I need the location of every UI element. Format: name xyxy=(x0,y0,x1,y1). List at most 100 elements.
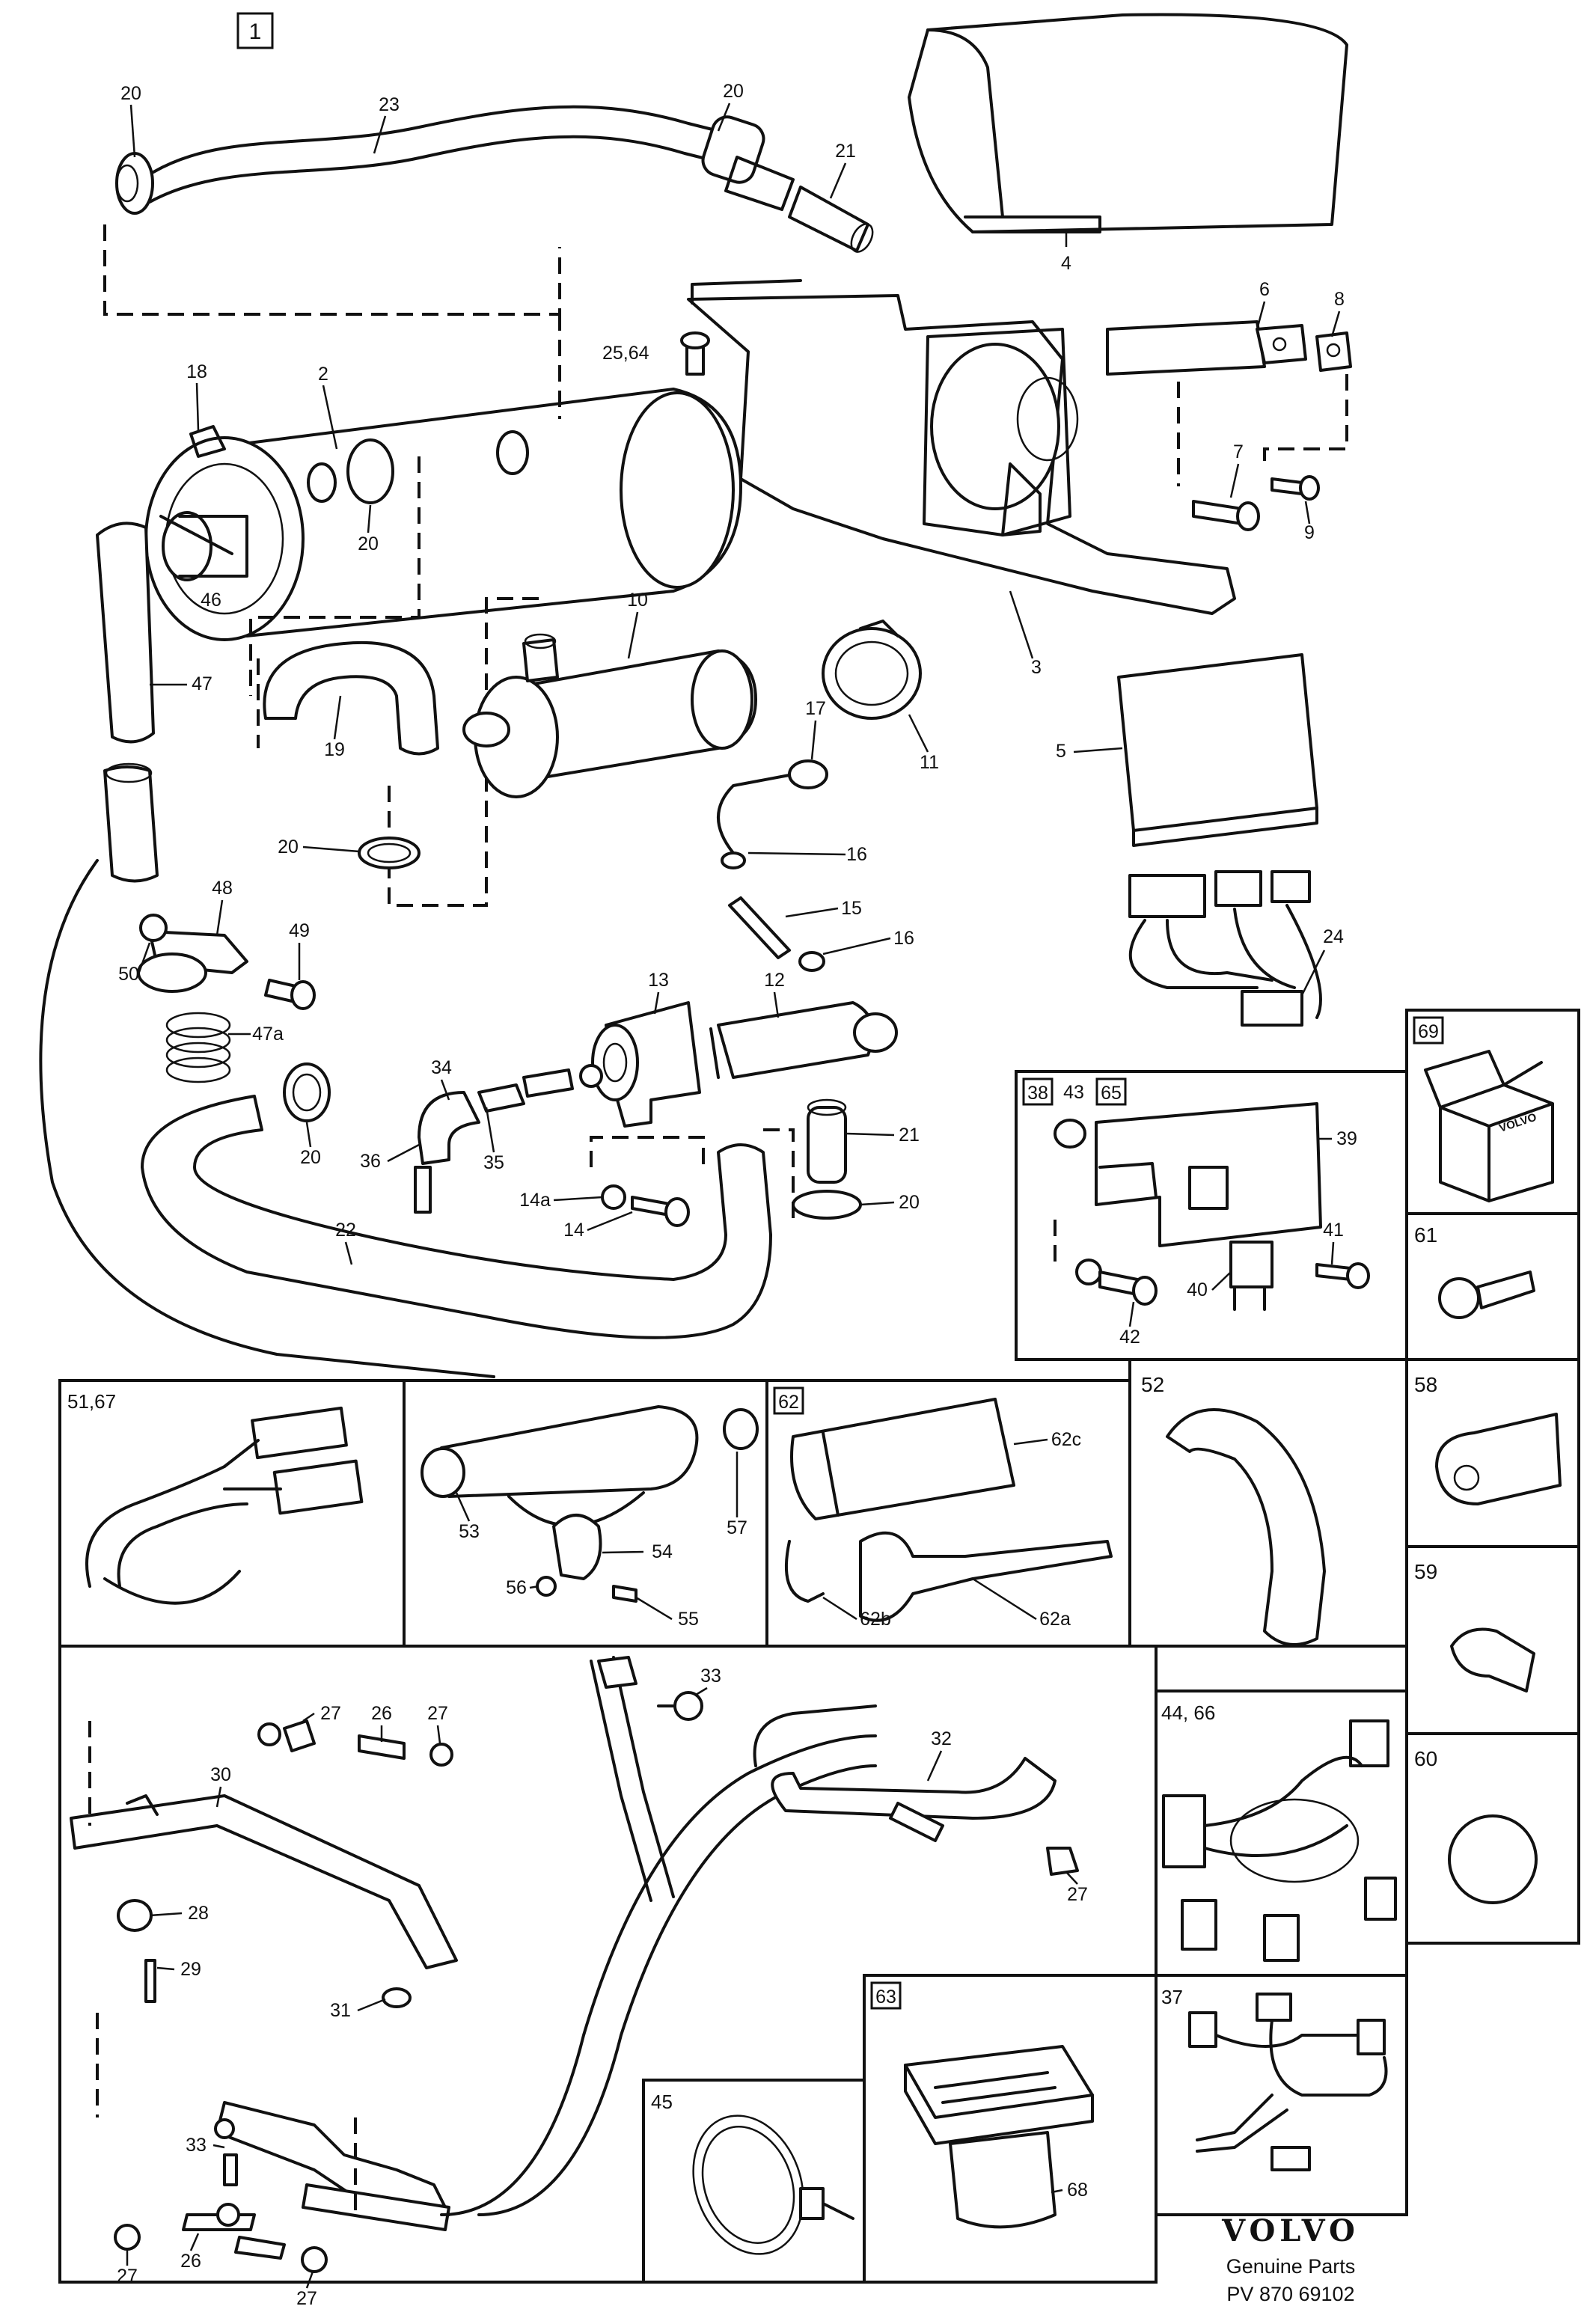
panel-60: 60 xyxy=(1405,1732,1580,1945)
panel-label-62: 62 xyxy=(778,1392,799,1413)
callout: 27 xyxy=(117,2266,138,2287)
callout: 14a xyxy=(519,1190,551,1211)
callout: 36 xyxy=(360,1151,381,1172)
callout: 30 xyxy=(210,1764,231,1785)
sheet-number-box: 1 xyxy=(236,12,274,49)
panel-label-44-66: 44, 66 xyxy=(1161,1701,1215,1724)
callout: 17 xyxy=(805,698,826,719)
callout: 34 xyxy=(431,1057,452,1078)
panel-label-69: 69 xyxy=(1418,1021,1439,1042)
panel-label-59: 59 xyxy=(1414,1560,1437,1583)
callout: 55 xyxy=(678,1609,699,1630)
sheet-number: 1 xyxy=(249,19,262,44)
pump-10 xyxy=(462,633,757,798)
callout: 20 xyxy=(300,1147,321,1168)
callout: 62b xyxy=(860,1609,891,1630)
callout: 20 xyxy=(278,837,299,857)
panel-61: 61 xyxy=(1405,1212,1580,1361)
control-unit-5 xyxy=(1117,653,1318,847)
callout: 29 xyxy=(180,1959,201,1980)
callout: 20 xyxy=(120,83,141,104)
callout: 12 xyxy=(764,970,785,991)
callout: 15 xyxy=(841,898,862,919)
callout: 22 xyxy=(335,1220,356,1241)
panel-38-65: 38 65 xyxy=(1015,1070,1408,1361)
callout: 33 xyxy=(186,2135,207,2156)
hose-23-assembly xyxy=(103,105,874,316)
clamp-20-a xyxy=(358,837,421,869)
callout: 20 xyxy=(358,533,379,554)
spring-47a xyxy=(165,1012,231,1083)
callout: 20 xyxy=(723,81,744,102)
holder-13 xyxy=(591,1001,701,1128)
callout: 57 xyxy=(727,1517,747,1538)
callout: 10 xyxy=(627,590,648,611)
hose-47 xyxy=(96,522,159,883)
panel-label-37: 37 xyxy=(1161,1986,1183,2008)
callout: 49 xyxy=(289,920,310,941)
panel-label-52: 52 xyxy=(1141,1373,1164,1396)
panel-pipes xyxy=(58,1645,1158,2284)
bolt-7 xyxy=(1192,500,1260,531)
hose-19 xyxy=(263,640,439,756)
callout: 27 xyxy=(1067,1884,1088,1905)
panel-label-45: 45 xyxy=(651,2091,673,2113)
callout: 48 xyxy=(212,878,233,899)
callout: 31 xyxy=(330,2000,351,2021)
panel-label-65: 65 xyxy=(1101,1083,1122,1104)
callout: 27 xyxy=(427,1703,448,1724)
panel-label-38: 38 xyxy=(1027,1083,1048,1104)
callout: 21 xyxy=(899,1125,920,1146)
callout: 16 xyxy=(846,844,867,865)
callout: 9 xyxy=(1304,522,1315,543)
nipple-21 xyxy=(792,1098,862,1220)
panel-63: 63 xyxy=(863,1974,1158,2284)
panel-label-51-67: 51,67 xyxy=(67,1390,116,1413)
panel-59: 59 xyxy=(1405,1545,1580,1735)
panel-62: 62 xyxy=(765,1379,1131,1648)
callout: 19 xyxy=(324,739,345,760)
callout: 35 xyxy=(483,1152,504,1173)
callout: 68 xyxy=(1067,2180,1088,2201)
clamp-20-b xyxy=(283,1062,331,1122)
hose-22 xyxy=(141,1095,772,1339)
callout-labels: 20 23 20 21 4 25,64 6 8 7 9 18 2 20 46 4… xyxy=(117,81,1357,2309)
footer-brand: VOLVO xyxy=(1221,2213,1360,2248)
callout: 13 xyxy=(648,970,669,991)
callout: 23 xyxy=(379,94,400,115)
panel-muffler xyxy=(403,1379,768,1648)
callout: 53 xyxy=(459,1521,480,1542)
bolt-9 xyxy=(1271,475,1320,501)
callout: 2 xyxy=(318,364,328,385)
callout: 5 xyxy=(1056,741,1066,762)
dashed-link-8-9 xyxy=(1263,374,1348,464)
harness-line-left xyxy=(39,859,495,1378)
callout: 20 xyxy=(899,1192,920,1213)
panel-label-60: 60 xyxy=(1414,1747,1437,1770)
sensor-17-assembly xyxy=(717,759,828,972)
callout: 3 xyxy=(1031,657,1042,678)
callout: 14 xyxy=(563,1220,584,1241)
callout: 27 xyxy=(296,2288,317,2309)
callout: 62a xyxy=(1039,1609,1071,1630)
callout: 47a xyxy=(252,1024,284,1045)
callout: 6 xyxy=(1259,279,1270,300)
footer-line1: Genuine Parts xyxy=(1226,2255,1356,2278)
panel-52: 52 xyxy=(1128,1358,1408,1648)
callout: 47 xyxy=(192,673,212,694)
heater-body-2 xyxy=(144,314,742,696)
footer-line2: PV 870 69102 xyxy=(1226,2283,1354,2305)
callout: 42 xyxy=(1119,1327,1140,1348)
cover-4 xyxy=(908,13,1348,247)
panel-label-63: 63 xyxy=(875,1987,896,2007)
callout: 56 xyxy=(506,1577,527,1598)
bolt-25-64 xyxy=(680,331,710,376)
panel-69: 69 VOLVO xyxy=(1405,1009,1580,1215)
footer: VOLVO Genuine Parts PV 870 69102 xyxy=(1221,2213,1360,2305)
callout: 8 xyxy=(1334,289,1345,310)
panel-label-58: 58 xyxy=(1414,1373,1437,1396)
callout: 18 xyxy=(186,361,207,382)
callout: 4 xyxy=(1061,253,1071,274)
callout: 33 xyxy=(700,1666,721,1687)
connector-34-36 xyxy=(414,1064,603,1214)
